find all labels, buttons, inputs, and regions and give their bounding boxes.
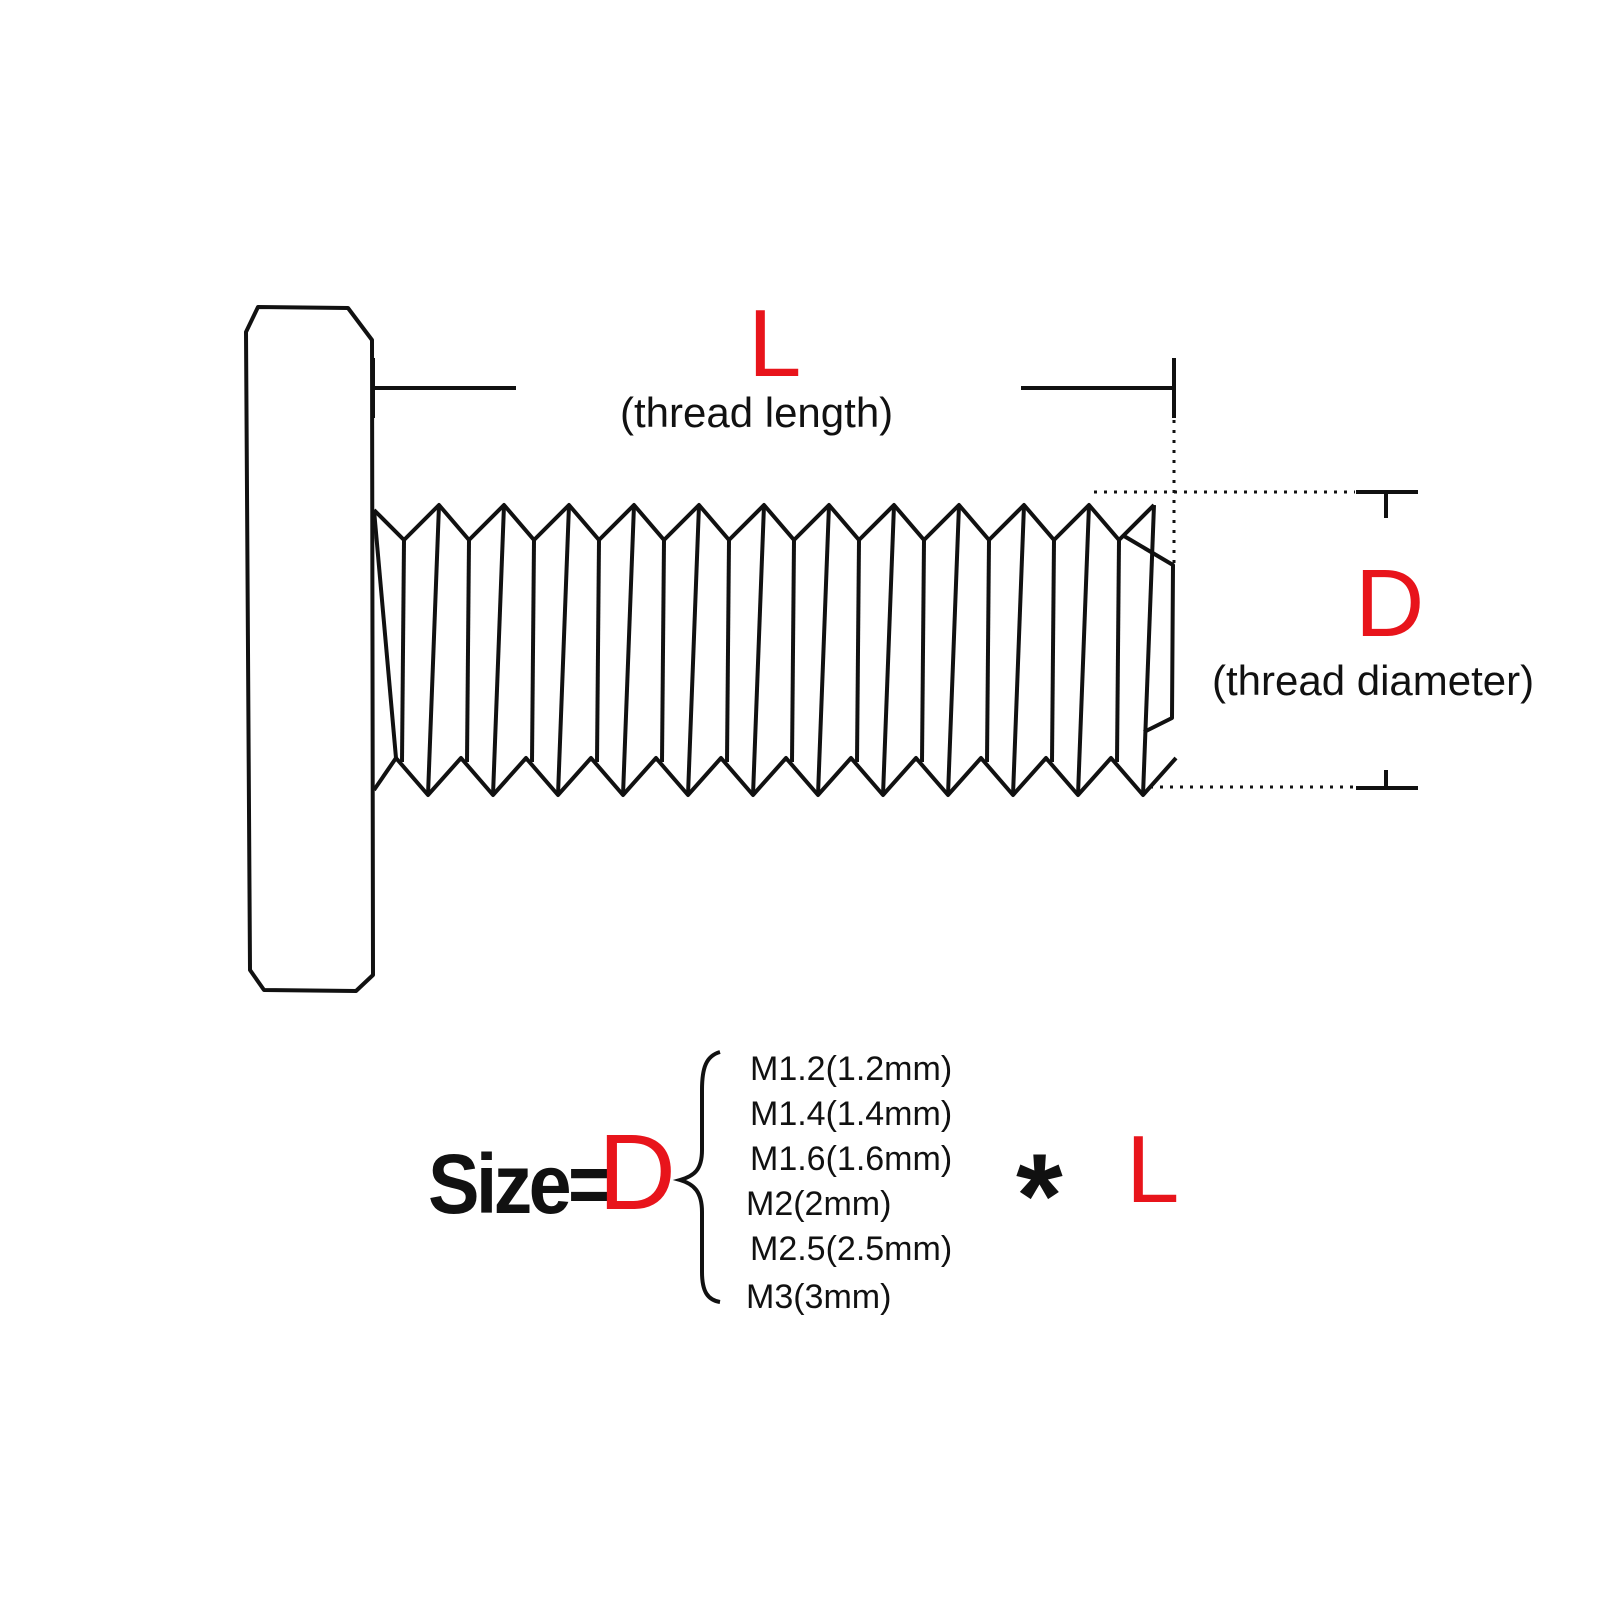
length-dimension [371,358,1176,418]
thread-flank [686,504,701,796]
thread-flank [1011,504,1026,796]
thread-flank [400,539,406,763]
diameter-option: M1.4(1.4mm) [750,1095,953,1133]
thread-flank [595,539,601,763]
thread-flank [491,504,506,796]
diameter-option: M2(2mm) [746,1185,892,1223]
thread-flank [881,504,896,796]
thread-flank [725,539,731,763]
thread-flank [1050,539,1056,763]
screw-head [244,305,375,993]
formula-prefix: Size= [428,1137,613,1231]
diameter-dimension [1356,490,1418,790]
thread-flank [621,504,636,796]
thread-flank [530,539,536,763]
thread-flank [660,539,666,763]
diameter-caption: (thread diameter) [1212,657,1535,704]
thread-flank [751,504,766,796]
thread-flank [946,504,961,796]
thread-flank [855,539,861,763]
options-brace [672,1050,721,1304]
thread-flank [426,504,441,796]
formula-d-symbol: D [598,1111,676,1232]
thread-flank [985,539,991,763]
thread-flank [920,539,926,763]
length-caption: (thread length) [620,389,894,436]
thread-flank [465,539,471,763]
thread-flank [816,504,831,796]
diameter-option: M3(3mm) [746,1278,892,1316]
screw-thread [372,503,1178,797]
thread-flank [372,509,398,759]
thread-flank [790,539,796,763]
diameter-option: M1.2(1.2mm) [750,1050,953,1088]
thread-flank [1115,539,1121,763]
formula-l-symbol: L [1126,1116,1180,1223]
length-symbol: L [748,290,802,397]
diameter-symbol: D [1355,550,1425,657]
thread-flank [1076,504,1091,796]
thread-flank [556,504,571,796]
diameter-option: M2.5(2.5mm) [750,1230,953,1268]
thread-tip [1122,534,1175,734]
dotted-extension-lines [1094,420,1355,789]
diameter-option: M1.6(1.6mm) [750,1140,953,1178]
formula-operator: * [1016,1129,1063,1263]
